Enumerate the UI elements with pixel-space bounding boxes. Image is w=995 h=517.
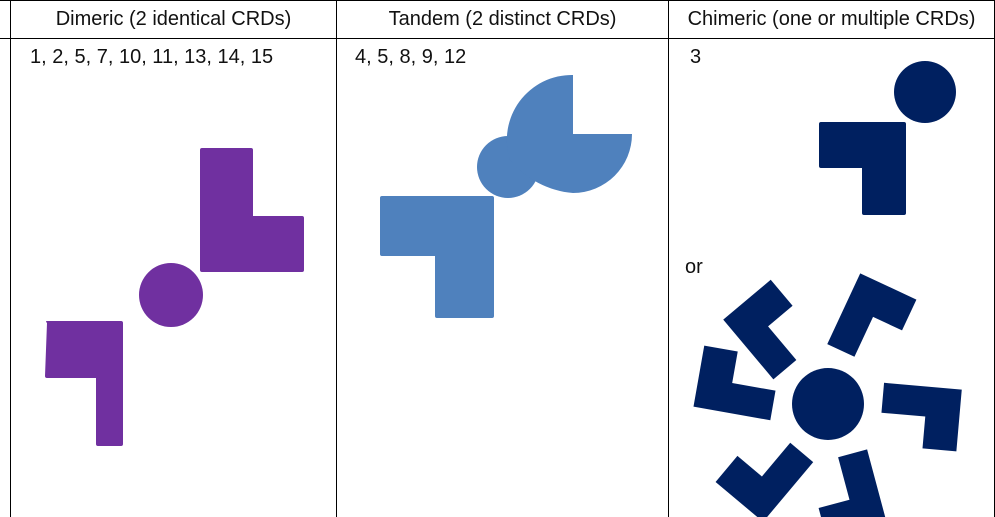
dimeric-circle (139, 263, 203, 327)
tandem-fan (506, 74, 632, 193)
header-divider (0, 38, 995, 39)
ids-tandem: 4, 5, 8, 9, 12 (355, 46, 467, 68)
dimeric-l-lower (45, 321, 123, 446)
header-chimeric: Chimeric (one or multiple CRDs) (687, 8, 976, 30)
chimeric-single-l (819, 122, 906, 215)
rosette-l-5 (715, 442, 814, 517)
chimeric-single (819, 61, 956, 215)
table-left-border (10, 0, 11, 517)
or-label: or (685, 256, 703, 278)
column-divider-1 (336, 0, 337, 517)
rosette-l-4 (818, 449, 888, 517)
rosette-l-2 (827, 273, 917, 357)
ids-chimeric: 3 (690, 46, 702, 68)
rosette-l-6 (693, 345, 776, 421)
rosette-circle (792, 368, 864, 440)
dimeric-l-upper (200, 148, 304, 272)
tandem-group (380, 74, 632, 318)
chimeric-rosette (693, 273, 962, 517)
ids-dimeric: 1, 2, 5, 7, 10, 11, 13, 14, 15 (30, 46, 274, 68)
chimeric-single-circle (894, 61, 956, 123)
rosette-l-1 (723, 279, 797, 380)
tandem-l (380, 196, 494, 318)
column-divider-2 (668, 0, 669, 517)
dimeric-group (45, 148, 304, 446)
rosette-l-3 (881, 382, 962, 452)
header-dimeric: Dimeric (2 identical CRDs) (55, 8, 292, 30)
header-tandem: Tandem (2 distinct CRDs) (388, 8, 617, 30)
table-top-border (0, 0, 995, 1)
